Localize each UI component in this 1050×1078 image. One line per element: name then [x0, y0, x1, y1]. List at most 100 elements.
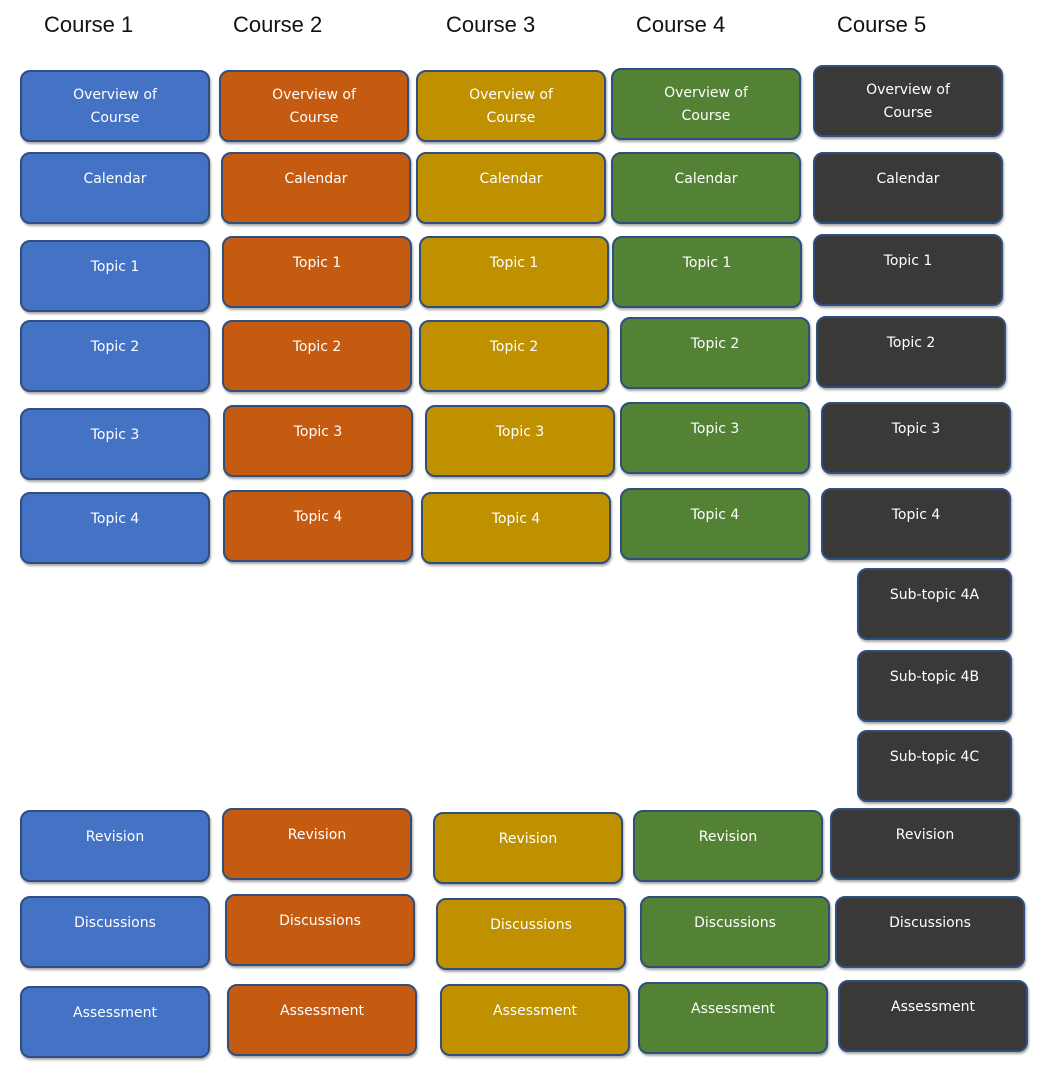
course-1-discussions-label: Discussions: [74, 915, 156, 931]
course-5-sub-topic-4b-box: Sub-topic 4B: [857, 650, 1012, 722]
course-4-topic-3-box: Topic 3: [620, 402, 810, 474]
course-5-revision-box: Revision: [830, 808, 1020, 880]
course-2-revision-label: Revision: [287, 827, 347, 843]
course-4-calendar-box: Calendar: [611, 152, 801, 224]
course-3-calendar-label: Calendar: [479, 171, 543, 187]
course-5-title: Course 5: [837, 12, 927, 37]
course-4-overview-of-course-label: Overview of Course: [664, 85, 748, 124]
course-1-assessment-box: Assessment: [20, 986, 210, 1058]
course-2-overview-of-course-label: Overview of Course: [272, 87, 356, 126]
course-3-discussions-box: Discussions: [436, 898, 626, 970]
course-3-topic-1-label: Topic 1: [489, 255, 539, 271]
course-5-sub-topic-4a-box: Sub-topic 4A: [857, 568, 1012, 640]
course-2-calendar-label: Calendar: [284, 171, 348, 187]
course-2-title: Course 2: [233, 12, 323, 37]
course-5-calendar-label: Calendar: [876, 171, 940, 187]
course-1-overview-of-course-label: Overview of Course: [73, 87, 157, 126]
course-2-topic-3-box: Topic 3: [223, 405, 413, 477]
course-3-topic-2-box: Topic 2: [419, 320, 609, 392]
course-5-topic-1-box: Topic 1: [813, 234, 1003, 306]
course-1-calendar-label: Calendar: [83, 171, 147, 187]
course-2-topic-4-label: Topic 4: [293, 509, 343, 525]
course-3-topic-1-box: Topic 1: [419, 236, 609, 308]
course-5-assessment-box: Assessment: [838, 980, 1028, 1052]
course-4-calendar-label: Calendar: [674, 171, 738, 187]
course-3-revision-box: Revision: [433, 812, 623, 884]
course-1-topic-1-label: Topic 1: [90, 259, 140, 275]
course-2-calendar-box: Calendar: [221, 152, 411, 224]
course-3-title: Course 3: [446, 12, 536, 37]
course-2-topic-1-label: Topic 1: [292, 255, 342, 271]
course-2-topic-2-box: Topic 2: [222, 320, 412, 392]
course-4-revision-box: Revision: [633, 810, 823, 882]
course-5-sub-topic-4c-label: Sub-topic 4C: [889, 749, 980, 765]
course-5-sub-topic-4b-label: Sub-topic 4B: [889, 669, 980, 685]
course-5-discussions-box: Discussions: [835, 896, 1025, 968]
course-4-overview-of-course-box: Overview of Course: [611, 68, 801, 140]
course-2-topic-2-label: Topic 2: [292, 339, 342, 355]
course-1-revision-label: Revision: [85, 829, 145, 845]
course-1-topic-4-box: Topic 4: [20, 492, 210, 564]
course-3-topic-4-label: Topic 4: [491, 511, 541, 527]
course-3-assessment-label: Assessment: [493, 1003, 577, 1019]
course-5-discussions-label: Discussions: [889, 915, 971, 931]
course-2-discussions-box: Discussions: [225, 894, 415, 966]
course-4-assessment-box: Assessment: [638, 982, 828, 1054]
course-2-topic-4-box: Topic 4: [223, 490, 413, 562]
course-5-topic-4-box: Topic 4: [821, 488, 1011, 560]
course-3-topic-3-box: Topic 3: [425, 405, 615, 477]
course-2-assessment-box: Assessment: [227, 984, 417, 1056]
course-2-assessment-label: Assessment: [280, 1003, 364, 1019]
course-5-sub-topic-4c-box: Sub-topic 4C: [857, 730, 1012, 802]
course-3-assessment-box: Assessment: [440, 984, 630, 1056]
course-2-discussions-label: Discussions: [279, 913, 361, 929]
course-5-overview-of-course-label: Overview of Course: [866, 82, 950, 121]
course-4-topic-2-label: Topic 2: [690, 336, 740, 352]
course-4-topic-4-label: Topic 4: [690, 507, 740, 523]
course-4-topic-1-box: Topic 1: [612, 236, 802, 308]
course-5-topic-2-label: Topic 2: [886, 335, 936, 351]
course-4-topic-4-box: Topic 4: [620, 488, 810, 560]
course-5-topic-2-box: Topic 2: [816, 316, 1006, 388]
course-4-assessment-label: Assessment: [691, 1001, 775, 1017]
course-4-topic-1-label: Topic 1: [682, 255, 732, 271]
course-4-topic-2-box: Topic 2: [620, 317, 810, 389]
course-1-discussions-box: Discussions: [20, 896, 210, 968]
course-1-topic-3-box: Topic 3: [20, 408, 210, 480]
course-3-overview-of-course-box: Overview of Course: [416, 70, 606, 142]
course-2-topic-1-box: Topic 1: [222, 236, 412, 308]
course-1-revision-box: Revision: [20, 810, 210, 882]
course-1-calendar-box: Calendar: [20, 152, 210, 224]
course-4-revision-label: Revision: [698, 829, 758, 845]
course-5-topic-3-box: Topic 3: [821, 402, 1011, 474]
course-3-topic-3-label: Topic 3: [495, 424, 545, 440]
course-1-assessment-label: Assessment: [73, 1005, 157, 1021]
course-1-topic-1-box: Topic 1: [20, 240, 210, 312]
course-1-title: Course 1: [44, 12, 134, 37]
course-4-discussions-label: Discussions: [694, 915, 776, 931]
course-5-topic-1-label: Topic 1: [883, 253, 933, 269]
course-5-overview-of-course-box: Overview of Course: [813, 65, 1003, 137]
course-3-topic-4-box: Topic 4: [421, 492, 611, 564]
course-2-overview-of-course-box: Overview of Course: [219, 70, 409, 142]
course-1-topic-2-label: Topic 2: [90, 339, 140, 355]
course-3-topic-2-label: Topic 2: [489, 339, 539, 355]
course-5-topic-4-label: Topic 4: [891, 507, 941, 523]
course-4-discussions-box: Discussions: [640, 896, 830, 968]
course-3-revision-label: Revision: [498, 831, 558, 847]
course-5-revision-label: Revision: [895, 827, 955, 843]
course-4-topic-3-label: Topic 3: [690, 421, 740, 437]
course-1-topic-4-label: Topic 4: [90, 511, 140, 527]
course-3-calendar-box: Calendar: [416, 152, 606, 224]
course-1-topic-3-label: Topic 3: [90, 427, 140, 443]
course-1-overview-of-course-box: Overview of Course: [20, 70, 210, 142]
course-2-topic-3-label: Topic 3: [293, 424, 343, 440]
course-3-overview-of-course-label: Overview of Course: [469, 87, 553, 126]
course-5-sub-topic-4a-label: Sub-topic 4A: [889, 587, 980, 603]
course-3-discussions-label: Discussions: [490, 917, 572, 933]
course-5-calendar-box: Calendar: [813, 152, 1003, 224]
course-2-revision-box: Revision: [222, 808, 412, 880]
course-4-title: Course 4: [636, 12, 726, 37]
course-5-topic-3-label: Topic 3: [891, 421, 941, 437]
